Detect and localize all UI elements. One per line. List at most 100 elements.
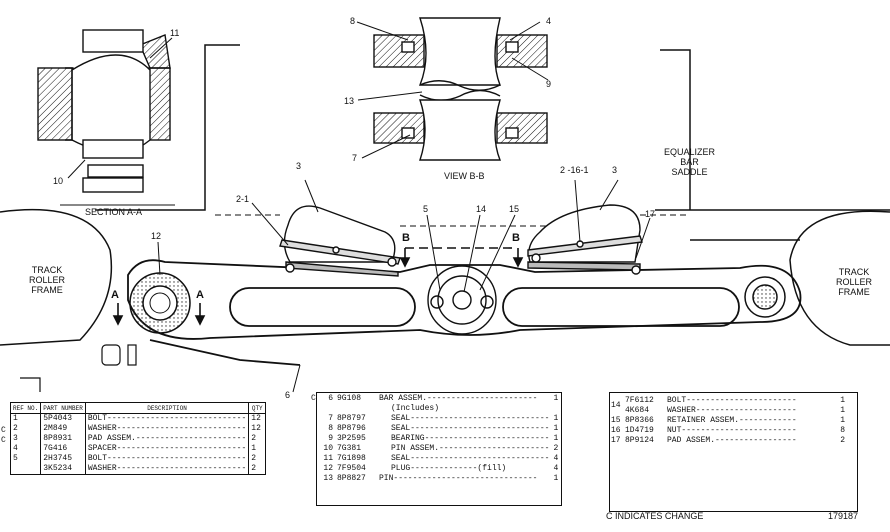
desc-cell: PAD ASSEM.-----------------	[667, 436, 797, 445]
ref-cell: 10	[323, 444, 333, 453]
callout-5: 5	[423, 204, 429, 214]
section-markers	[112, 247, 524, 326]
section-aa-title: SECTION A-A	[85, 207, 143, 217]
qty-cell: 1	[553, 434, 559, 443]
change-mark: C	[1, 436, 6, 445]
qty-cell: 2	[248, 464, 267, 475]
equalizer-bar	[127, 259, 802, 366]
part-cell: 8P8827	[337, 474, 366, 483]
track-roller-frame-right-label: TRACK ROLLER FRAME	[832, 267, 876, 297]
desc-cell: BAR ASSEM.-----------------------	[379, 394, 538, 403]
part-cell: 7G381	[337, 444, 362, 453]
ref-cell: 2	[9, 424, 42, 434]
change-marks-table1: C C	[1, 426, 6, 446]
desc-cell: PLUG--------------(fill)	[391, 464, 507, 473]
ref-cell: 13	[323, 474, 333, 483]
label-line: TRACK	[31, 265, 63, 275]
desc-cell: SPACER---------------------------	[84, 444, 250, 454]
qty-cell: 1	[248, 444, 267, 454]
change-mark	[309, 444, 319, 454]
part-cell: 7F6112	[625, 396, 654, 405]
ref-cell: 5	[9, 454, 42, 464]
desc-cell: PIN ASSEM.-----------------------	[391, 444, 550, 453]
drawing-number: 179187	[828, 511, 859, 521]
pivot-pin-right	[744, 276, 786, 318]
qty-cell: 2	[840, 436, 845, 445]
parts-table-3-frame	[609, 392, 858, 512]
ref-cell: 17	[611, 436, 621, 445]
qty-cell: 1	[553, 394, 559, 403]
callout-7: 7	[352, 153, 358, 163]
desc-cell: BOLT-----------------------	[667, 396, 797, 405]
callout-10: 10	[53, 176, 64, 186]
desc-cell: WASHER---------------------	[667, 406, 797, 415]
part-cell: 2M849	[40, 424, 86, 434]
desc-cell: SEAL-----------------------------	[391, 414, 550, 423]
table-row: 8 8P8796 SEAL-----------------------------…	[309, 424, 565, 434]
qty-cell: 2	[248, 434, 267, 444]
table-header-row: REF NO. PART NUMBER DESCRIPTION QTY	[9, 402, 267, 414]
part-cell: 4K684	[625, 406, 650, 415]
ref-cell: 9	[328, 434, 333, 443]
change-mark	[309, 404, 319, 414]
part-cell: 2H3745	[40, 454, 86, 464]
change-mark	[309, 434, 319, 444]
col-header-part: PART NUMBER	[40, 402, 86, 414]
ref-cell: 3	[9, 434, 42, 444]
ref-cell: 1	[9, 413, 42, 424]
change-mark	[309, 464, 319, 474]
qty-cell: 12	[248, 413, 267, 424]
view-bb-drawing	[373, 17, 548, 161]
desc-cell: BEARING--------------------------	[391, 434, 550, 443]
callout-12: 12	[151, 231, 162, 241]
table-row: 10 7G381 PIN ASSEM.-----------------------…	[309, 444, 565, 454]
part-cell: 8P8796	[337, 424, 366, 433]
section-marker-a-left: A	[111, 289, 119, 301]
callout-3-right: 3	[612, 165, 618, 175]
callout-4: 4	[546, 16, 552, 26]
part-cell: 9G108	[337, 394, 362, 403]
desc-cell: BOLT-----------------------------	[84, 454, 250, 464]
view-bb-title: VIEW B-B	[444, 171, 485, 181]
part-cell: 8P8797	[337, 414, 366, 423]
part-cell: 7G1898	[337, 454, 366, 463]
label-line: ROLLER	[835, 277, 872, 287]
pad-assembly-left	[279, 205, 401, 277]
col-header-qty: QTY	[248, 402, 267, 414]
callout-11: 11	[170, 28, 180, 38]
qty-cell: 2	[553, 444, 559, 453]
change-mark: C	[311, 394, 316, 403]
qty-cell: 1	[553, 424, 559, 433]
track-roller-frame-right	[655, 49, 890, 346]
label-line: FRAME	[31, 285, 63, 295]
qty-cell: 2	[248, 454, 267, 464]
callout-13: 13	[344, 96, 355, 106]
desc-cell: (Includes)	[391, 404, 440, 413]
section-aa-view	[37, 29, 175, 206]
change-mark	[309, 424, 319, 434]
desc-cell: SEAL-----------------------------	[391, 424, 550, 433]
qty-cell: 4	[553, 454, 559, 463]
ref-cell: 12	[323, 464, 333, 473]
track-roller-frame-left-label: TRACK ROLLER FRAME	[26, 265, 68, 295]
part-cell: 1D4719	[625, 426, 654, 435]
label-line: ROLLER	[28, 275, 65, 285]
callout-3-left: 3	[296, 161, 302, 171]
callout-15: 15	[509, 204, 520, 214]
bar-slot-right	[502, 287, 740, 327]
ref-cell: 4	[9, 444, 42, 454]
ref-cell: 8	[328, 424, 333, 433]
qty-cell: 1	[553, 414, 559, 423]
change-mark	[309, 414, 319, 424]
callout-8: 8	[350, 16, 356, 26]
col-header-description: DESCRIPTION	[84, 402, 250, 414]
equalizer-bar-saddle-label: EQUALIZER BAR SADDLE	[662, 147, 717, 177]
